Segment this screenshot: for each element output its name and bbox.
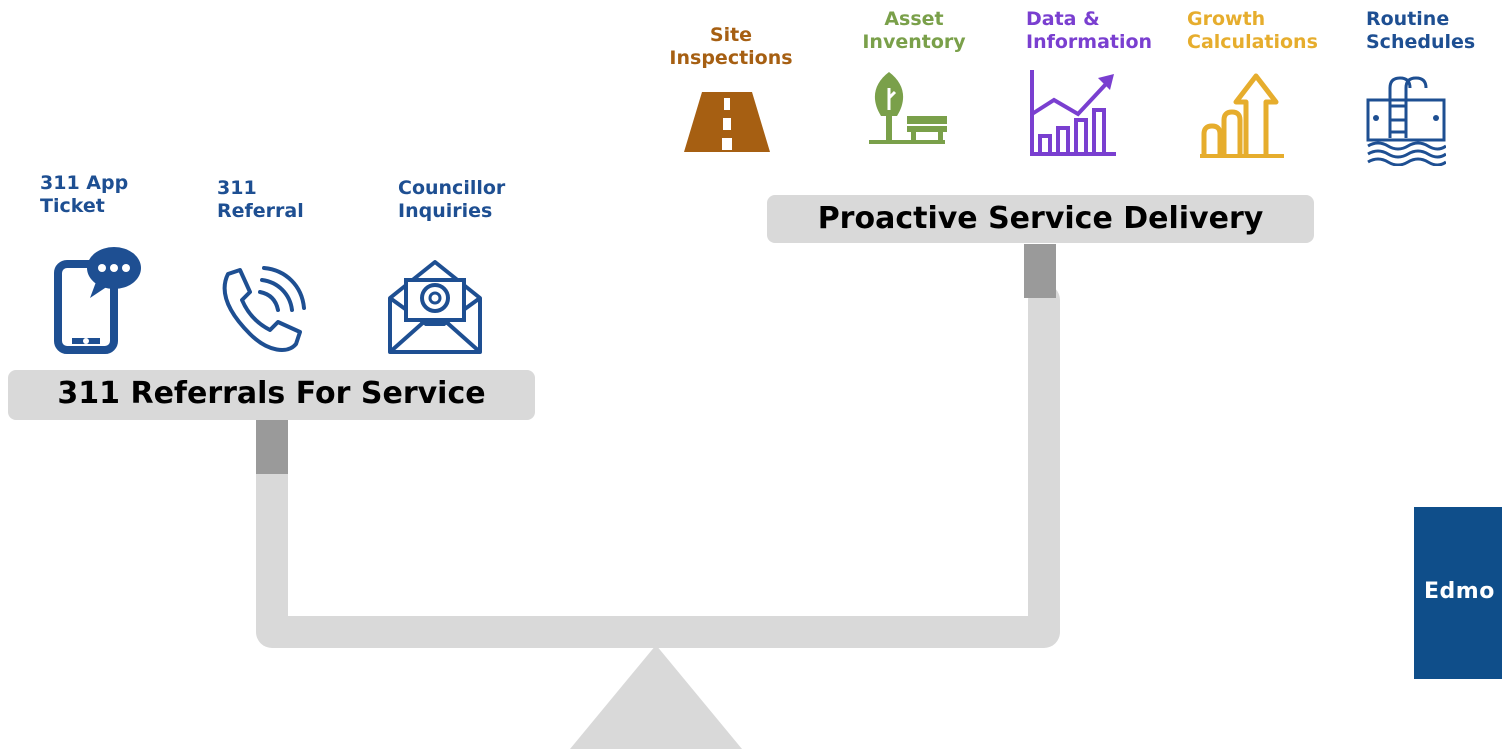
scale-beam — [256, 284, 1060, 648]
road-icon — [684, 92, 770, 152]
right-connector — [1024, 244, 1056, 298]
label-growth-calculations: Growth Calculations — [1187, 8, 1318, 53]
label-councillor-inquiries: Councillor Inquiries — [398, 177, 506, 222]
label-routine-schedules: Routine Schedules — [1366, 8, 1476, 53]
logo-text: Edmo — [1424, 579, 1495, 604]
label-site-inspections: Site Inspections — [669, 24, 793, 69]
smartphone-chat-icon — [54, 247, 141, 354]
label-asset-inventory: Asset Inventory — [862, 8, 966, 53]
phone-ringing-icon — [222, 266, 306, 352]
left-banner: 311 Referrals For Service — [8, 370, 535, 420]
label-311-referral: 311 Referral — [217, 177, 304, 222]
edmonton-logo: Edmo — [1414, 507, 1502, 679]
label-data-information: Data & Information — [1026, 8, 1153, 53]
label-311-app-ticket: 311 App Ticket — [40, 172, 129, 217]
left-connector — [256, 420, 288, 474]
bar-arrow-up-icon — [1200, 73, 1284, 158]
scale-fulcrum — [570, 645, 742, 749]
tree-bench-icon — [869, 72, 947, 144]
growth-chart-icon — [1030, 70, 1116, 156]
right-banner: Proactive Service Delivery — [767, 195, 1314, 243]
email-at-icon — [388, 260, 482, 354]
pool-ladder-icon — [1366, 76, 1446, 166]
